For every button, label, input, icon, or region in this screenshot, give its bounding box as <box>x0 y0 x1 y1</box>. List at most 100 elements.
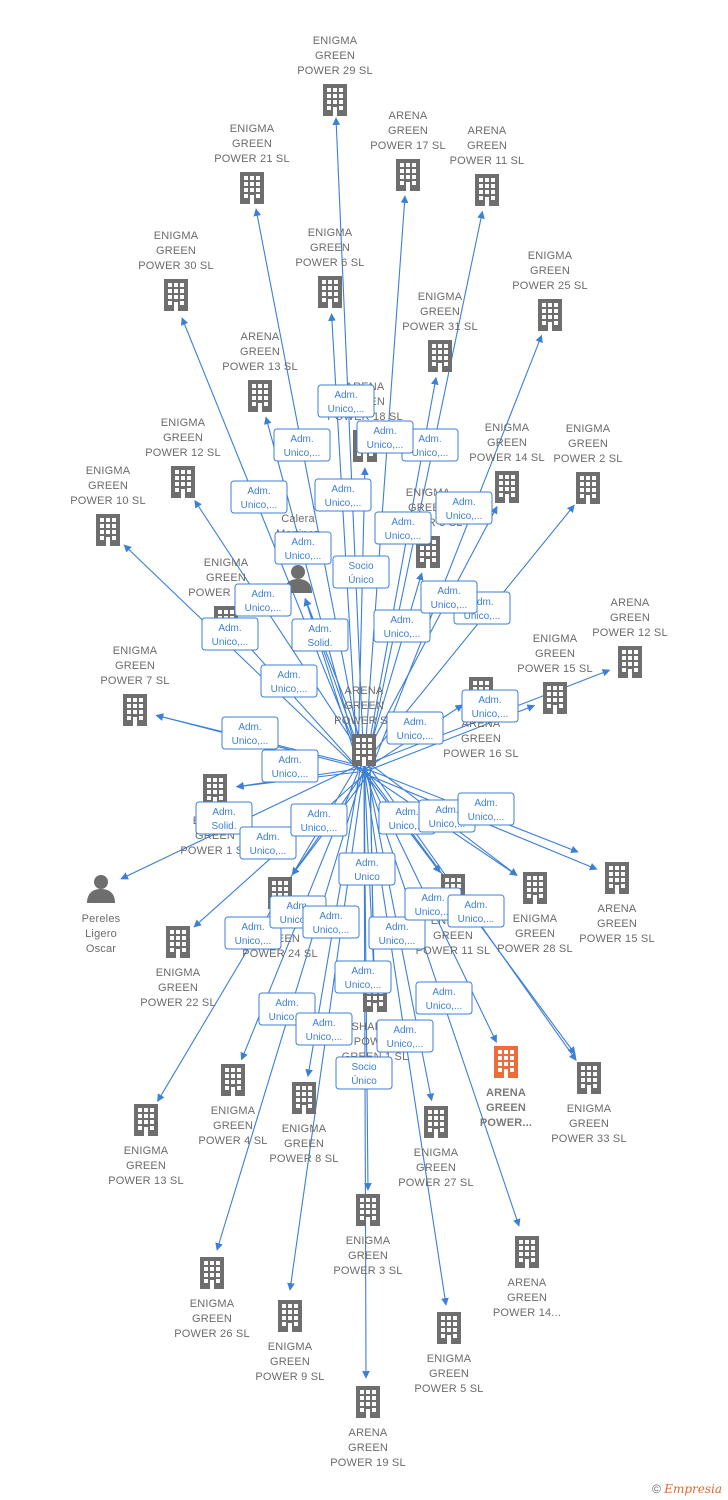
relation-text: Unico,... <box>269 1012 306 1023</box>
relation-text: Adm. <box>351 966 374 977</box>
relation-label[interactable]: Adm.Unico,... <box>273 428 331 462</box>
relation-text: Unico,... <box>325 498 362 509</box>
node-label: GREEN <box>429 1368 469 1380</box>
relation-label[interactable]: Adm.Unico,... <box>221 716 279 750</box>
relation-text: Unico,... <box>472 709 509 720</box>
node-agHL[interactable]: ARENAGREENPOWER... <box>480 1046 532 1129</box>
node-label: POWER 8 SL <box>269 1153 338 1165</box>
building-icon <box>538 299 562 331</box>
node-label: POWER 19 SL <box>330 1457 406 1469</box>
node-label: POWER 13 SL <box>222 361 298 373</box>
node-label: GREEN <box>156 245 196 257</box>
edge-ag18 <box>357 467 369 765</box>
relation-label[interactable]: Adm.Solid. <box>195 801 253 835</box>
relation-text: Unico,... <box>429 819 466 830</box>
relation-label[interactable]: Adm.Unico,... <box>415 981 473 1015</box>
relation-label[interactable]: Adm.Unico,... <box>374 511 432 545</box>
relation-text: Adm. <box>238 722 261 733</box>
building-icon <box>437 1312 461 1344</box>
relation-text: Unico,... <box>387 1039 424 1050</box>
relation-label[interactable]: Adm.Unico,... <box>420 580 478 614</box>
node-label: Calera <box>281 513 315 525</box>
relation-label[interactable]: Adm.Unico,... <box>376 1019 434 1053</box>
relation-label[interactable]: Adm.Unico,... <box>356 420 414 454</box>
relation-label[interactable]: Adm.Unico,... <box>461 689 519 723</box>
relation-label[interactable]: Adm.Unico,... <box>435 491 493 525</box>
node-label: GREEN <box>420 306 460 318</box>
relation-label[interactable]: Adm.Unico,... <box>230 480 288 514</box>
relation-label[interactable]: Adm.Unico,... <box>447 894 505 928</box>
building-icon <box>494 1046 518 1078</box>
relation-label[interactable]: Adm.Unico <box>338 852 396 886</box>
node-label: ARENA <box>345 685 384 697</box>
node-label: GREEN <box>213 1120 253 1132</box>
building-icon <box>278 1300 302 1332</box>
relation-label[interactable]: Adm.Unico,... <box>334 960 392 994</box>
relation-box <box>239 826 297 860</box>
brand-logo[interactable]: Empresia <box>664 1482 722 1496</box>
relation-label[interactable]: Adm.Unico,... <box>274 531 332 565</box>
relation-label[interactable]: Adm.Unico,... <box>234 583 292 617</box>
relation-label[interactable]: Adm.Unico,... <box>314 478 372 512</box>
relation-text: Adm. <box>291 537 314 548</box>
relation-label[interactable]: Adm.Unico,... <box>290 803 348 837</box>
node-label: POWER 12 SL <box>592 627 668 639</box>
relation-label[interactable]: Adm.Unico,... <box>224 916 282 950</box>
relation-label[interactable]: Adm.Unico,... <box>386 711 444 745</box>
node-label: Ligero <box>85 928 117 940</box>
node-label: GREEN <box>344 700 384 712</box>
relation-label[interactable]: Adm.Unico,... <box>373 609 431 643</box>
node-label: GREEN <box>388 125 428 137</box>
relation-label[interactable]: Adm.Unico,... <box>295 1012 353 1046</box>
relation-label[interactable]: Adm.Unico,... <box>239 826 297 860</box>
relation-label[interactable]: Adm.Unico,... <box>260 664 318 698</box>
relation-label[interactable]: Adm.Unico,... <box>457 792 515 826</box>
building-icon <box>248 380 272 412</box>
node-label: GREEN <box>610 612 650 624</box>
relation-box <box>461 689 519 723</box>
relation-label[interactable]: Adm.Unico,... <box>317 384 375 418</box>
relation-label[interactable]: Adm.Unico,... <box>261 749 319 783</box>
relation-label[interactable]: Adm.Unico,... <box>201 617 259 651</box>
relation-label[interactable]: Adm.Unico,... <box>368 916 426 950</box>
relation-label[interactable]: Adm.Unico,... <box>302 905 360 939</box>
building-icon <box>576 472 600 504</box>
relation-box <box>335 1056 393 1090</box>
relation-label[interactable]: Adm.Solid. <box>291 618 349 652</box>
